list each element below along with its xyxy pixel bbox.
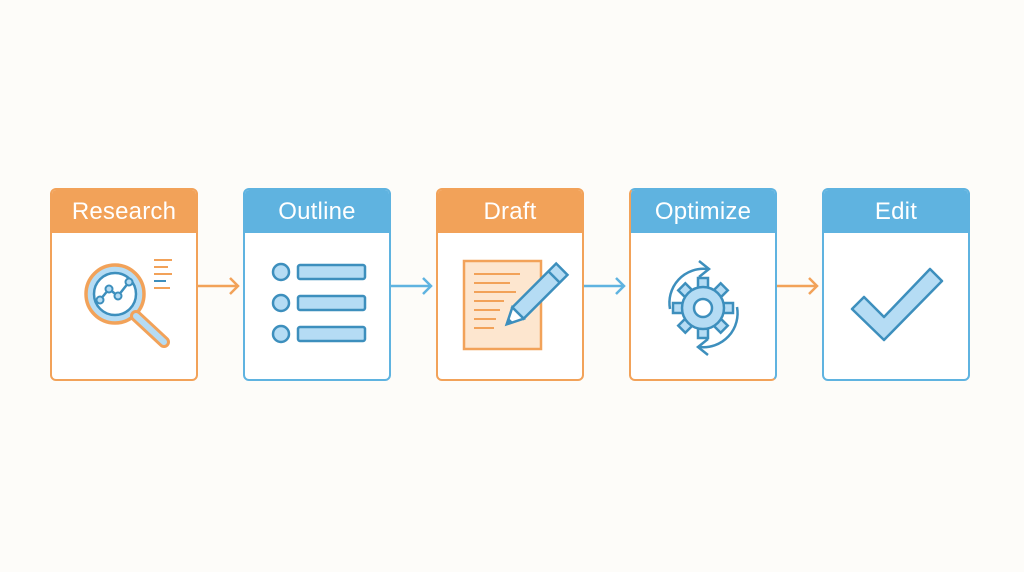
step-edit: Edit [822,188,970,381]
checkmark-icon [850,267,944,342]
step-draft: Draft [436,188,584,381]
gear-cycle-icon [668,260,739,356]
bullet-list-icon [271,262,367,344]
arrow-draft-to-optimize [584,277,626,295]
step-outline: Outline [243,188,391,381]
step-edit-label: Edit [824,190,968,233]
step-research: Research [50,188,198,381]
magnifier-chart-icon [84,259,172,348]
arrow-optimize-to-edit [777,277,819,295]
step-draft-label: Draft [438,190,582,233]
document-pencil-icon [462,259,570,351]
arrow-outline-to-draft [391,277,433,295]
step-outline-label: Outline [245,190,389,233]
step-optimize: Optimize [629,188,777,381]
step-research-label: Research [52,190,196,233]
arrow-research-to-outline [198,277,240,295]
step-optimize-label: Optimize [631,190,775,233]
